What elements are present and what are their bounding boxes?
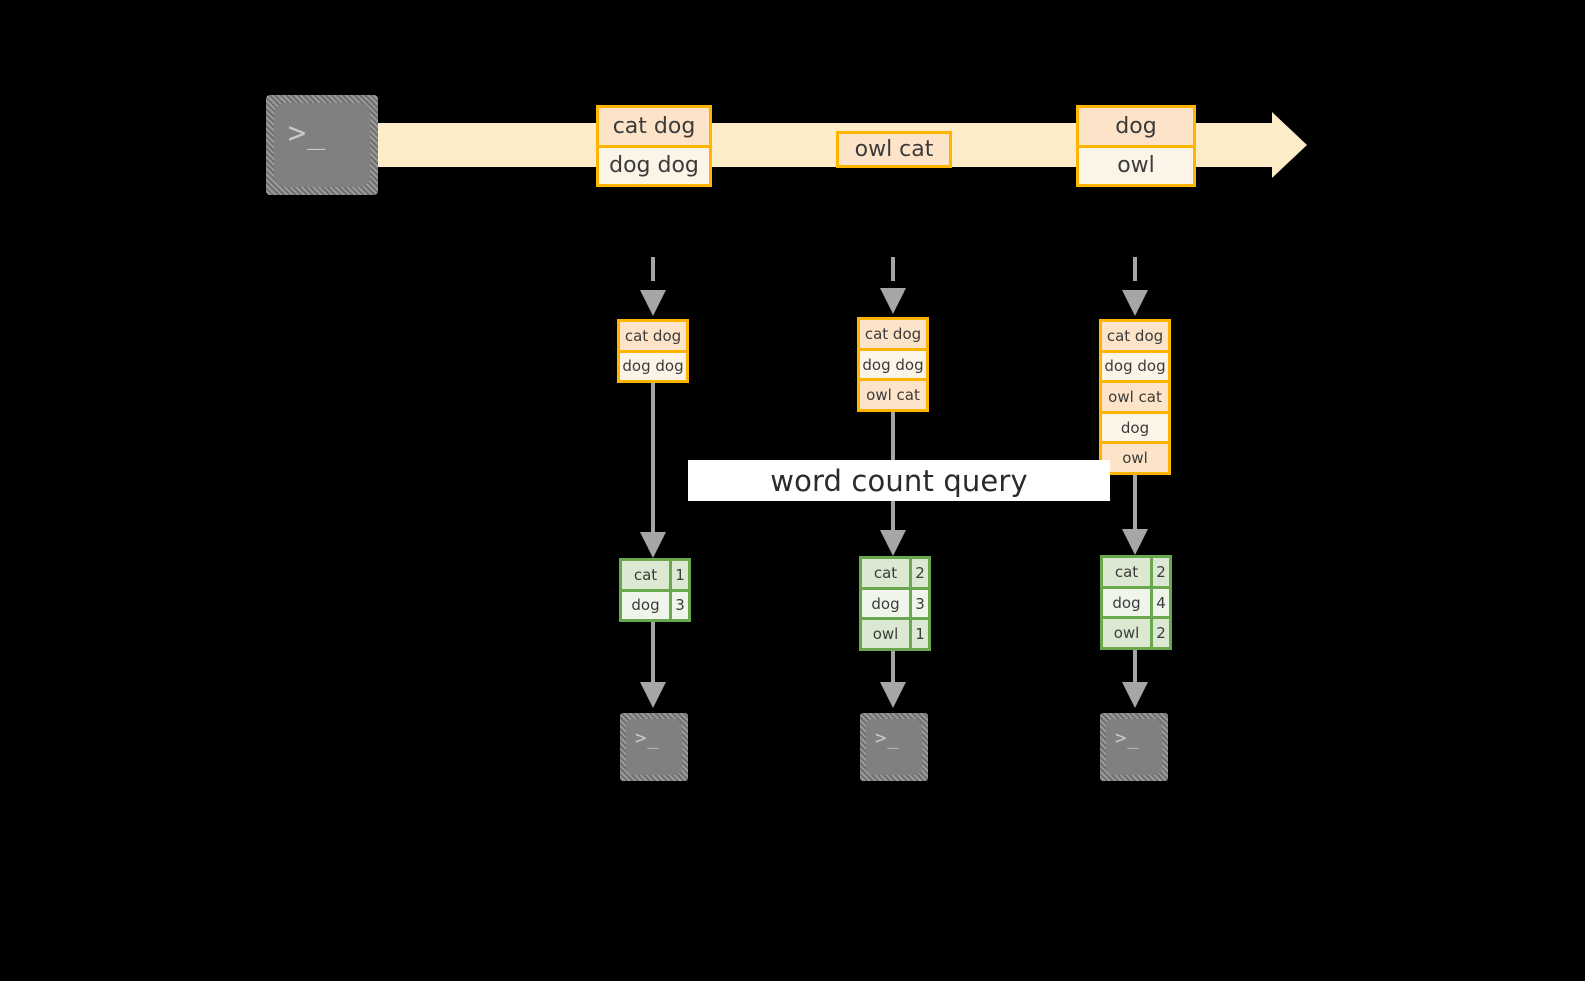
source-terminal-prompt: >_ — [288, 116, 327, 151]
sink-terminal-3-prompt: >_ — [1115, 727, 1140, 749]
result-table-1-row-2: dog 3 — [622, 588, 688, 619]
result-table-2-row-1-word: cat — [873, 563, 898, 582]
sink-terminal-1-prompt: >_ — [635, 727, 660, 749]
feed-arrow-2-head — [880, 288, 906, 314]
sink-arrow-3-head — [1122, 682, 1148, 708]
source-terminal-icon[interactable]: >_ — [266, 95, 378, 195]
result-table-3-row-1: cat 2 — [1103, 558, 1169, 586]
input-table-2-row-2: dog dog — [860, 347, 926, 379]
stream-batch-1-line-1: cat dog — [599, 108, 709, 145]
result-table-3-row-1-word: cat — [1114, 562, 1139, 581]
sink-terminal-3-screen: >_ — [1106, 719, 1162, 775]
sink-arrow-2-shaft — [891, 651, 895, 688]
result-table-2-row-2: dog 3 — [862, 586, 928, 618]
query-arrow-1-shaft — [651, 383, 655, 541]
stream-batch-3-line-1: dog — [1079, 108, 1193, 145]
sink-terminal-2-prompt: >_ — [875, 727, 900, 749]
result-table-3-row-2-word: dog — [1112, 593, 1141, 612]
input-table-2-row-1: cat dog — [860, 320, 926, 348]
result-table-2-row-1: cat 2 — [862, 559, 928, 587]
input-table-2: cat dog dog dog owl cat — [857, 317, 929, 412]
result-table-3: cat 2 dog 4 owl 2 — [1100, 555, 1172, 650]
sink-arrow-3-shaft — [1133, 650, 1137, 688]
feed-arrow-1-dash — [651, 257, 655, 281]
result-table-2-row-3-count: 1 — [909, 620, 928, 648]
source-terminal-screen: >_ — [274, 103, 370, 187]
input-table-1-row-1: cat dog — [620, 322, 686, 350]
input-table-3-row-1: cat dog — [1102, 322, 1168, 350]
stream-batch-3-line-2: owl — [1079, 144, 1193, 184]
query-arrow-3-shaft — [1133, 475, 1137, 537]
feed-arrow-3-head — [1122, 290, 1148, 316]
input-table-2-row-3: owl cat — [860, 378, 926, 409]
result-table-1-row-1-count: 1 — [669, 561, 688, 589]
result-table-2-row-2-count: 3 — [909, 589, 928, 618]
input-table-3-row-4: dog — [1102, 410, 1168, 442]
result-table-3-row-2-count: 4 — [1150, 588, 1169, 617]
input-table-1-row-2: dog dog — [620, 349, 686, 380]
result-table-2: cat 2 dog 3 owl 1 — [859, 556, 931, 651]
query-arrow-3-head — [1122, 529, 1148, 555]
result-table-3-row-3: owl 2 — [1103, 616, 1169, 647]
result-table-1-row-1: cat 1 — [622, 561, 688, 589]
result-table-1-row-1-word: cat — [633, 565, 658, 584]
sink-terminal-icon-1[interactable]: >_ — [620, 713, 688, 781]
stream-batch-1-line-2: dog dog — [599, 144, 709, 184]
input-table-1: cat dog dog dog — [617, 319, 689, 383]
query-label-text: word count query — [770, 463, 1028, 498]
stream-arrow-head — [1272, 112, 1307, 178]
input-table-3: cat dog dog dog owl cat dog owl — [1099, 319, 1171, 475]
result-table-2-row-3-word: owl — [872, 625, 899, 644]
sink-arrow-1-head — [640, 682, 666, 708]
feed-arrow-3-dash — [1133, 257, 1137, 281]
stream-batch-2-line-1: owl cat — [839, 134, 949, 165]
result-table-3-row-3-count: 2 — [1150, 619, 1169, 647]
sink-terminal-2-screen: >_ — [866, 719, 922, 775]
result-table-2-row-3: owl 1 — [862, 617, 928, 648]
sink-terminal-icon-2[interactable]: >_ — [860, 713, 928, 781]
result-table-2-row-1-count: 2 — [909, 559, 928, 587]
result-table-1-row-2-count: 3 — [669, 591, 688, 619]
sink-terminal-1-screen: >_ — [626, 719, 682, 775]
input-table-3-row-2: dog dog — [1102, 349, 1168, 381]
result-table-3-row-3-word: owl — [1113, 624, 1140, 643]
feed-arrow-1-head — [640, 290, 666, 316]
result-table-1: cat 1 dog 3 — [619, 558, 691, 622]
sink-arrow-1-shaft — [651, 622, 655, 688]
query-arrow-1-head — [640, 532, 666, 558]
result-table-2-row-2-word: dog — [871, 594, 900, 613]
stream-batch-1: cat dog dog dog — [596, 105, 712, 187]
feed-arrow-2-dash — [891, 257, 895, 281]
result-table-3-row-1-count: 2 — [1150, 558, 1169, 586]
query-label-band: word count query — [688, 460, 1110, 501]
input-table-3-row-3: owl cat — [1102, 380, 1168, 411]
query-arrow-2-head — [880, 530, 906, 556]
sink-arrow-2-head — [880, 682, 906, 708]
input-table-3-row-5: owl — [1102, 441, 1168, 472]
result-table-3-row-2: dog 4 — [1103, 585, 1169, 617]
stream-batch-2: owl cat — [836, 131, 952, 168]
sink-terminal-icon-3[interactable]: >_ — [1100, 713, 1168, 781]
stream-batch-3: dog owl — [1076, 105, 1196, 187]
result-table-1-row-2-word: dog — [631, 596, 660, 615]
